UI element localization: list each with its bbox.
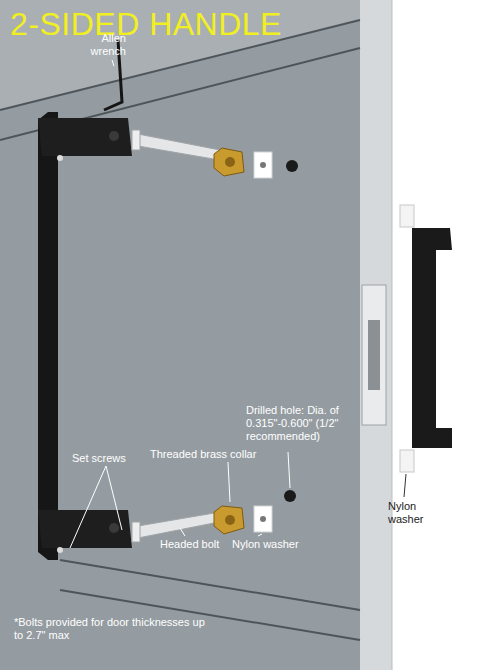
part-label: Nylon washer bbox=[232, 538, 312, 551]
part-label: Nylon washer bbox=[388, 500, 438, 526]
part-label: Threaded brass collar bbox=[150, 448, 270, 461]
part-label: Headed bolt bbox=[160, 538, 230, 551]
part-label: Set screws bbox=[72, 452, 142, 465]
title: 2-SIDED HANDLE bbox=[10, 6, 282, 43]
part-label: Allen wrench bbox=[82, 32, 126, 58]
footnote: *Bolts provided for door thicknesses up … bbox=[14, 616, 210, 642]
dimension-note: Drilled hole: Dia. of 0.315"-0.600" (1/2… bbox=[246, 404, 364, 444]
